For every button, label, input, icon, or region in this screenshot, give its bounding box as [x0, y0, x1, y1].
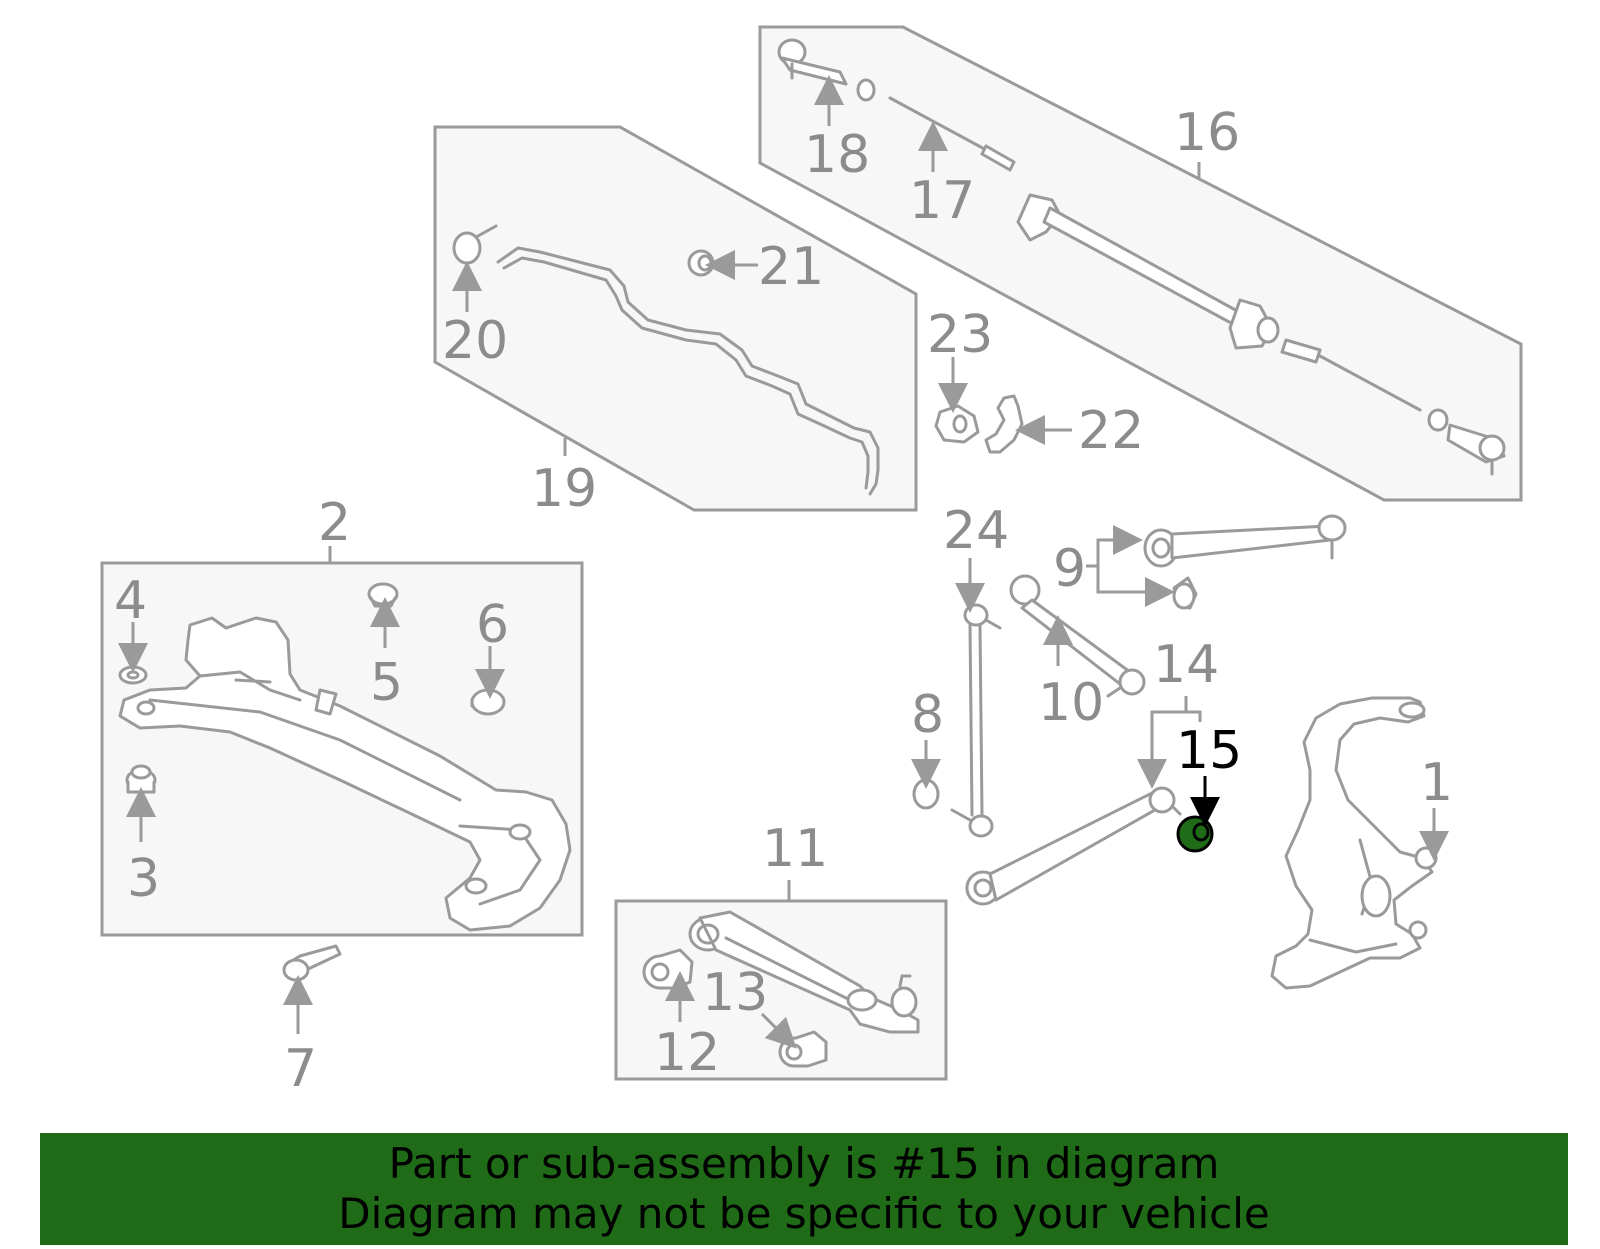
part-22-bracket	[984, 394, 1024, 454]
callout-7: 7	[284, 1039, 317, 1099]
callout-21: 21	[758, 237, 824, 297]
rack-housing	[1016, 193, 1506, 476]
callout-6: 6	[476, 595, 509, 655]
panel-16-steering-rack	[758, 25, 1523, 502]
part-1-knuckle	[1270, 696, 1438, 990]
part-13-bushing	[778, 1030, 828, 1068]
part-24-stabilizer-link	[950, 603, 1002, 838]
callout-4: 4	[114, 571, 147, 631]
part-11-arm-shape	[688, 910, 920, 1034]
callout-13: 13	[702, 963, 768, 1023]
callout-24: 24	[943, 501, 1009, 561]
callout-23: 23	[927, 305, 993, 365]
part-23-bushing	[934, 404, 980, 444]
panel-2-crossmember	[100, 561, 584, 937]
banner-line-2: Diagram may not be specific to your vehi…	[338, 1189, 1270, 1238]
part-4-washer	[118, 665, 148, 685]
part-3-bushing-nut	[125, 764, 157, 794]
banner-line-1: Part or sub-assembly is #15 in diagram	[388, 1139, 1220, 1188]
callout-2: 2	[318, 493, 351, 553]
callout-18: 18	[804, 125, 870, 185]
callout-11: 11	[762, 819, 828, 879]
callout-8: 8	[911, 685, 944, 745]
callout-9: 9	[1053, 539, 1086, 599]
part-6-cap	[470, 688, 506, 716]
part-21-bushing	[687, 249, 715, 277]
part-19-stabilizer-bar-shape	[496, 246, 880, 496]
part-14-link	[965, 786, 1182, 906]
info-banner: Part or sub-assembly is #15 in diagram D…	[40, 1133, 1568, 1245]
callout-14: 14	[1153, 635, 1219, 695]
part-7-bolt	[282, 944, 342, 982]
callout-labels: 1 2 3 4 5 6 7 8 9 10 11 12 13 14 15 16 1…	[114, 103, 1453, 1099]
part-2-crossmember-shape	[118, 616, 572, 932]
callout-5: 5	[370, 653, 403, 713]
part-9-link	[1143, 514, 1347, 610]
callout-17: 17	[909, 171, 975, 231]
part-15-bushing-highlighted[interactable]	[1176, 815, 1214, 853]
part-5-plug	[367, 582, 399, 608]
callout-22: 22	[1078, 401, 1144, 461]
callout-3: 3	[127, 849, 160, 909]
callout-10: 10	[1038, 673, 1104, 733]
callout-20: 20	[442, 311, 508, 371]
callout-16: 16	[1174, 103, 1240, 163]
callout-19: 19	[531, 459, 597, 519]
leader-lines	[118, 75, 1449, 1049]
part-8-washer	[912, 778, 940, 810]
callout-1: 1	[1420, 753, 1453, 813]
callout-15[interactable]: 15	[1176, 721, 1242, 781]
callout-12: 12	[654, 1023, 720, 1083]
panel-19-stabilizer-bar	[433, 125, 918, 512]
